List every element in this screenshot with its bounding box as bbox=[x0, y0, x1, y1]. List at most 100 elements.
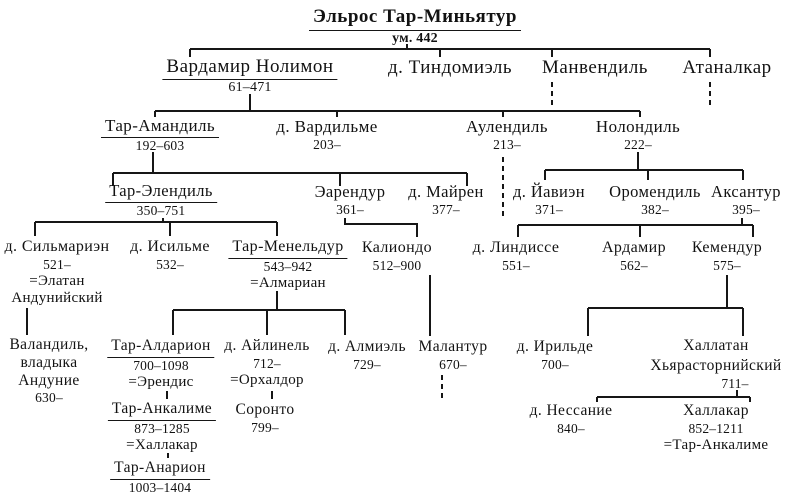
connector-hallatan-children bbox=[596, 390, 751, 402]
person-dates: 371– bbox=[535, 202, 563, 217]
person-name: Соронто bbox=[235, 401, 295, 418]
person-tindomiel: д. Тиндомиэль bbox=[388, 57, 512, 79]
person-name: владыка bbox=[20, 354, 78, 371]
person-name: Тар-Анкалиме bbox=[107, 399, 217, 421]
person-spouse: =Элатан bbox=[29, 273, 85, 289]
person-nolondil: Нолондиль 222– bbox=[596, 116, 680, 153]
person-ankalime: Тар-Анкалиме 873–1285 =Халлакар bbox=[107, 399, 217, 454]
person-dates: 382– bbox=[641, 202, 669, 217]
person-isilme: д. Исильме 532– bbox=[130, 237, 210, 273]
person-elendil: Тар-Элендиль 350–751 bbox=[105, 180, 217, 219]
connector-kemendur-children bbox=[587, 275, 744, 336]
person-name: д. Майрен bbox=[408, 182, 484, 201]
person-kaliondo: Калиондо 512–900 bbox=[362, 238, 432, 274]
person-dates: 799– bbox=[251, 420, 279, 435]
person-name: Аулендиль bbox=[466, 117, 548, 136]
person-name: Атаналкар bbox=[682, 57, 772, 78]
person-dates: 395– bbox=[732, 202, 760, 217]
person-aldarion: Тар-Алдарион 700–1098 =Эрендис bbox=[107, 336, 215, 391]
person-name: д. Тиндомиэль bbox=[387, 57, 513, 78]
person-name: д. Линдиссе bbox=[472, 239, 560, 256]
person-name: д. Айлинель bbox=[224, 337, 310, 354]
person-name: Манвендиль bbox=[542, 57, 648, 78]
person-dates: 562– bbox=[620, 258, 648, 273]
person-name: Эльрос Тар-Миньятур bbox=[309, 5, 521, 31]
person-yavien: д. Йавиэн 371– bbox=[513, 181, 585, 218]
person-dates: 630– bbox=[35, 390, 63, 405]
person-dates: 61–471 bbox=[228, 80, 272, 95]
person-nessanie: д. Нессание 840– bbox=[530, 401, 613, 437]
person-dates: 361– bbox=[336, 202, 364, 217]
connector-amandil-children bbox=[112, 152, 468, 186]
person-elros: Эльрос Тар-Миньятур ум. 442 bbox=[309, 5, 521, 47]
person-name: Валандиль, bbox=[9, 336, 89, 353]
person-meneldur: Тар-Менельдур 543–942 =Алмариан bbox=[228, 237, 348, 292]
person-anarion: Тар-Анарион 1003–1404 bbox=[110, 458, 210, 496]
person-aulendil: Аулендиль 213– bbox=[466, 116, 548, 153]
connector-elros-children bbox=[189, 44, 711, 57]
person-amandil: Тар-Амандиль 192–603 bbox=[100, 115, 220, 154]
person-silmarien: д. Сильмариэн 521– =Элатан Андунийский bbox=[5, 237, 110, 307]
person-dates: 203– bbox=[313, 137, 341, 152]
person-dates: 852–1211 bbox=[688, 421, 744, 436]
person-spouse: =Орхалдор bbox=[230, 372, 304, 388]
connector-elendil-children bbox=[34, 218, 278, 236]
person-name: д. Исильме bbox=[130, 238, 210, 255]
person-name: Оромендиль bbox=[609, 182, 701, 201]
person-name: Андуние bbox=[18, 372, 80, 389]
person-kemendur: Кемендур 575– bbox=[692, 238, 762, 274]
person-ailinel: д. Айлинель 712– =Орхалдор bbox=[224, 336, 310, 389]
person-dates: 670– bbox=[439, 357, 467, 372]
person-dates: 192–603 bbox=[135, 138, 185, 153]
person-dates: 840– bbox=[557, 421, 585, 436]
person-name: Малантур bbox=[418, 338, 488, 355]
person-spouse: Андунийский bbox=[11, 290, 103, 306]
person-name: Вардамир Нолимон bbox=[162, 56, 338, 80]
person-dates: 700– bbox=[541, 357, 569, 372]
person-spouse: =Тар-Анкалиме bbox=[663, 437, 769, 453]
person-name: д. Нессание bbox=[529, 402, 613, 419]
person-name: Кемендур bbox=[691, 239, 763, 256]
person-name: д. Сильмариэн bbox=[4, 238, 110, 255]
person-name: д. Алмиэль bbox=[328, 338, 406, 355]
person-earendur: Эарендур 361– bbox=[315, 181, 386, 218]
person-axantur: Аксантур 395– bbox=[711, 181, 781, 218]
person-name: Аксантур bbox=[711, 182, 781, 201]
person-dates: 551– bbox=[502, 258, 530, 273]
person-spouse: =Алмариан bbox=[250, 275, 326, 291]
person-dates: 222– bbox=[624, 137, 652, 152]
person-hallatan: Халлатан Хьярасторнийский 711– bbox=[650, 336, 781, 392]
person-spouse: =Эрендис bbox=[128, 374, 194, 390]
person-name: д. Ирильде bbox=[516, 338, 594, 355]
connector-axantur-children bbox=[517, 218, 754, 237]
person-name: Тар-Алдарион bbox=[107, 336, 215, 358]
person-dates: 729– bbox=[353, 357, 381, 372]
person-name: д. Вардильме bbox=[276, 117, 378, 136]
connector-meneldur-children bbox=[172, 291, 346, 335]
person-soronto: Соронто 799– bbox=[235, 400, 294, 436]
person-name: Хьярасторнийский bbox=[650, 357, 782, 374]
person-name: Ардамир bbox=[601, 239, 667, 256]
person-dates: 512–900 bbox=[372, 258, 422, 273]
connector-vardamir-children bbox=[154, 94, 641, 117]
person-manwendil: Манвендиль bbox=[542, 57, 648, 79]
person-dates: 575– bbox=[713, 258, 741, 273]
person-atanalkar: Атаналкар bbox=[682, 57, 771, 79]
person-name: Халлакар bbox=[683, 402, 749, 419]
person-malantur: Малантур 670– bbox=[419, 337, 488, 373]
person-name: д. Йавиэн bbox=[512, 182, 586, 201]
person-vardamir: Вардамир Нолимон 61–471 bbox=[162, 56, 338, 96]
person-name: Тар-Амандиль bbox=[100, 115, 220, 138]
person-irilde: д. Ирильде 700– bbox=[517, 337, 593, 373]
person-dates: 711– bbox=[721, 376, 749, 391]
person-mairen: д. Майрен 377– bbox=[408, 181, 483, 218]
person-dates: 350–751 bbox=[136, 203, 186, 218]
connector-nolondil-children bbox=[544, 152, 744, 180]
person-dates: 712– bbox=[253, 356, 281, 371]
person-dates: 521– bbox=[43, 257, 71, 272]
person-dates: 700–1098 bbox=[133, 358, 189, 373]
person-dates: 543–942 bbox=[263, 259, 313, 274]
person-hallacar: Халлакар 852–1211 =Тар-Анкалиме bbox=[664, 401, 769, 454]
